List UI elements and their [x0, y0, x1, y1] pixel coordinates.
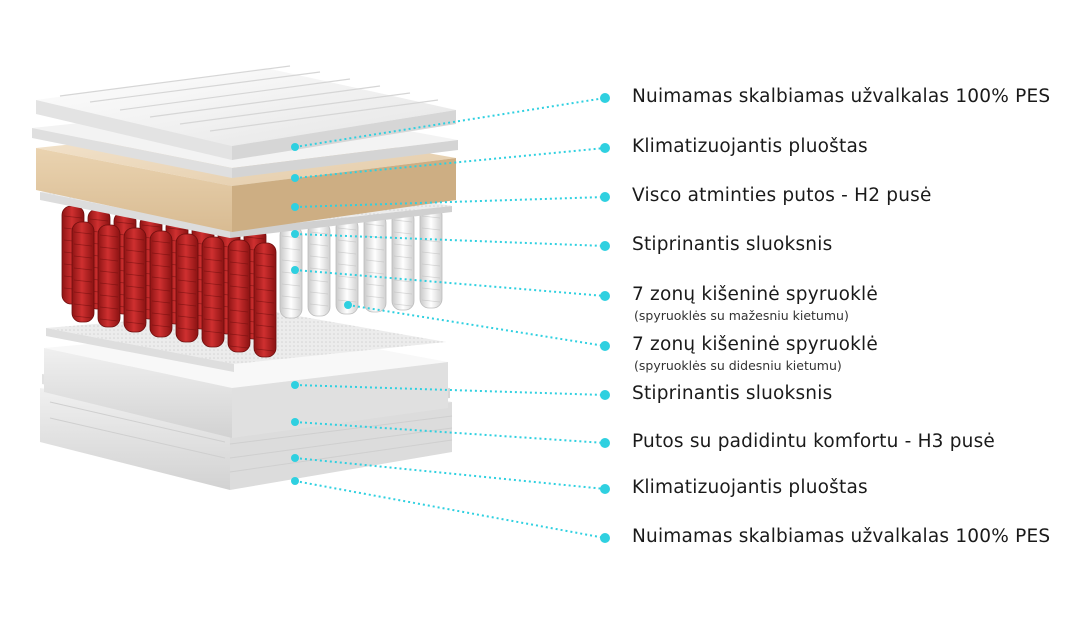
layer-label: Stiprinantis sluoksnis: [632, 383, 833, 404]
anchor-dot: [291, 418, 299, 426]
leader-line: [347, 304, 606, 347]
leader-line: [294, 97, 606, 148]
layer-label: Stiprinantis sluoksnis: [632, 234, 833, 255]
leader-line: [294, 233, 606, 247]
leader-lines: [291, 93, 610, 543]
anchor-dot: [291, 174, 299, 182]
firm-spring-pocket: [97, 224, 121, 328]
label-dot: [600, 241, 610, 251]
layer-label: 7 zonų kišeninė spyruoklė: [632, 284, 878, 305]
leader-line: [294, 384, 606, 396]
layer-sublabel: (spyruoklės su didesniu kietumu): [634, 358, 842, 373]
label-dot: [600, 390, 610, 400]
label-dot: [600, 143, 610, 153]
anchor-dot: [291, 381, 299, 389]
soft-spring-pocket: [391, 209, 415, 311]
label-dot: [600, 192, 610, 202]
label-dot: [600, 438, 610, 448]
firm-spring-pocket: [71, 221, 95, 323]
firm-spring-pocket: [253, 242, 277, 358]
firm-spring-pocket: [149, 230, 173, 338]
firm-spring-pocket: [175, 233, 199, 343]
layer-label: Nuimamas skalbiamas užvalkalas 100% PES: [632, 86, 1051, 107]
layer-label: Klimatizuojantis pluoštas: [632, 136, 868, 157]
anchor-dot: [291, 203, 299, 211]
label-dot: [600, 341, 610, 351]
leader-line: [294, 421, 606, 444]
anchor-dot: [344, 301, 352, 309]
leader-line: [294, 147, 606, 179]
label-dot: [600, 93, 610, 103]
leader-line: [294, 480, 606, 539]
soft-spring-pocket: [279, 225, 303, 319]
firm-spring-pocket: [201, 236, 225, 348]
soft-spring-pocket: [419, 205, 443, 309]
leader-line: [294, 196, 606, 208]
layer-label: 7 zonų kišeninė spyruoklė: [632, 334, 878, 355]
firm-spring-pocket: [123, 227, 147, 333]
label-dot: [600, 291, 610, 301]
layer-sublabel: (spyruoklės su mažesniu kietumu): [634, 308, 849, 323]
label-dot: [600, 533, 610, 543]
layer-label: Nuimamas skalbiamas užvalkalas 100% PES: [632, 526, 1051, 547]
label-dot: [600, 484, 610, 494]
layer-label: Putos su padidintu komfortu - H3 pusė: [632, 431, 996, 452]
layer-top-cover: [36, 65, 456, 160]
anchor-dot: [291, 230, 299, 238]
pocket-spring-core: [61, 205, 443, 358]
soft-spring-pocket: [335, 217, 359, 315]
leader-line: [294, 269, 606, 297]
firm-spring-pocket: [227, 239, 251, 353]
layer-label: Visco atminties putos - H2 pusė: [632, 185, 932, 206]
soft-spring-pocket: [363, 213, 387, 313]
leader-line: [294, 457, 606, 490]
anchor-dot: [291, 477, 299, 485]
anchor-dot: [291, 143, 299, 151]
anchor-dot: [291, 454, 299, 462]
layer-label: Klimatizuojantis pluoštas: [632, 477, 868, 498]
anchor-dot: [291, 266, 299, 274]
